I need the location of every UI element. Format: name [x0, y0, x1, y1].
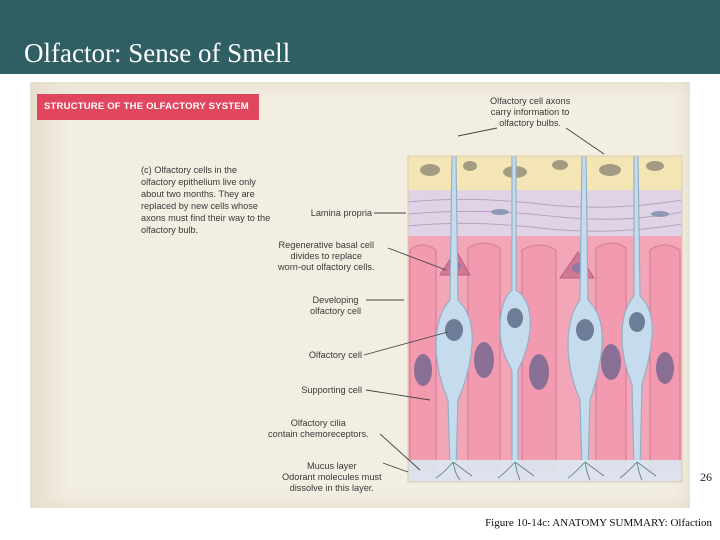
lamina-cells	[491, 209, 669, 217]
section-banner-text: STRUCTURE OF THE OLFACTORY SYSTEM	[44, 101, 249, 112]
section-banner: STRUCTURE OF THE OLFACTORY SYSTEM	[37, 94, 259, 120]
slide-title: Olfactor: Sense of Smell	[24, 38, 291, 68]
label-axons-line1: Olfactory cell axons	[490, 96, 571, 106]
label-mucus-line3: dissolve in this layer.	[289, 483, 374, 493]
label-mucus-layer: Mucus layer Odorant molecules must disso…	[282, 461, 382, 494]
label-axons-line2: carry information to	[490, 107, 570, 117]
supporting-cell-nuclei	[414, 342, 674, 390]
label-axons: Olfactory cell axons carry information t…	[490, 96, 570, 129]
label-developing-line1: Developing	[312, 295, 359, 305]
neuron-nuclei	[445, 308, 645, 341]
label-mucus-line2: Odorant molecules must	[282, 472, 382, 482]
label-cilia-line2: contain chemoreceptors.	[268, 429, 369, 439]
label-basal-cell: Regenerative basal cell divides to repla…	[278, 240, 375, 273]
panel-edge-shading	[30, 82, 70, 508]
lamina-propria-layer	[408, 190, 682, 238]
figure-caption: (c) Olfactory cells in the olfactory epi…	[141, 165, 271, 235]
tissue-border	[407, 155, 683, 483]
olfactory-cilia	[435, 461, 657, 481]
label-developing-line2: olfactory cell	[310, 306, 362, 316]
title-bar: Olfactor: Sense of Smell	[0, 0, 720, 74]
label-axons-line3: olfactory bulbs.	[499, 118, 561, 128]
label-basal-line2: divides to replace	[290, 251, 363, 261]
label-lamina-propria: Lamina propria	[310, 208, 372, 218]
leader-lines	[363, 127, 605, 473]
label-cilia-line1: Olfactory cilia	[290, 418, 346, 428]
label-olfactory-cell: Olfactory cell	[308, 350, 362, 360]
tissue-cross-section	[408, 156, 682, 482]
label-basal-line1: Regenerative basal cell	[278, 240, 375, 250]
page-number: 26	[700, 470, 712, 484]
figure-reference: Figure 10-14c: ANATOMY SUMMARY: Olfactio…	[485, 517, 712, 529]
label-mucus-line1: Mucus layer	[307, 461, 357, 471]
mucus-layer	[408, 460, 682, 482]
label-basal-line3: worn-out olfactory cells.	[278, 262, 375, 272]
label-developing-cell: Developing olfactory cell	[310, 295, 361, 317]
label-olfactory-cilia: Olfactory cilia contain chemoreceptors.	[268, 418, 369, 440]
bone-cavities	[420, 160, 664, 178]
bone-layer	[408, 156, 682, 192]
label-supporting-cell: Supporting cell	[301, 385, 362, 395]
